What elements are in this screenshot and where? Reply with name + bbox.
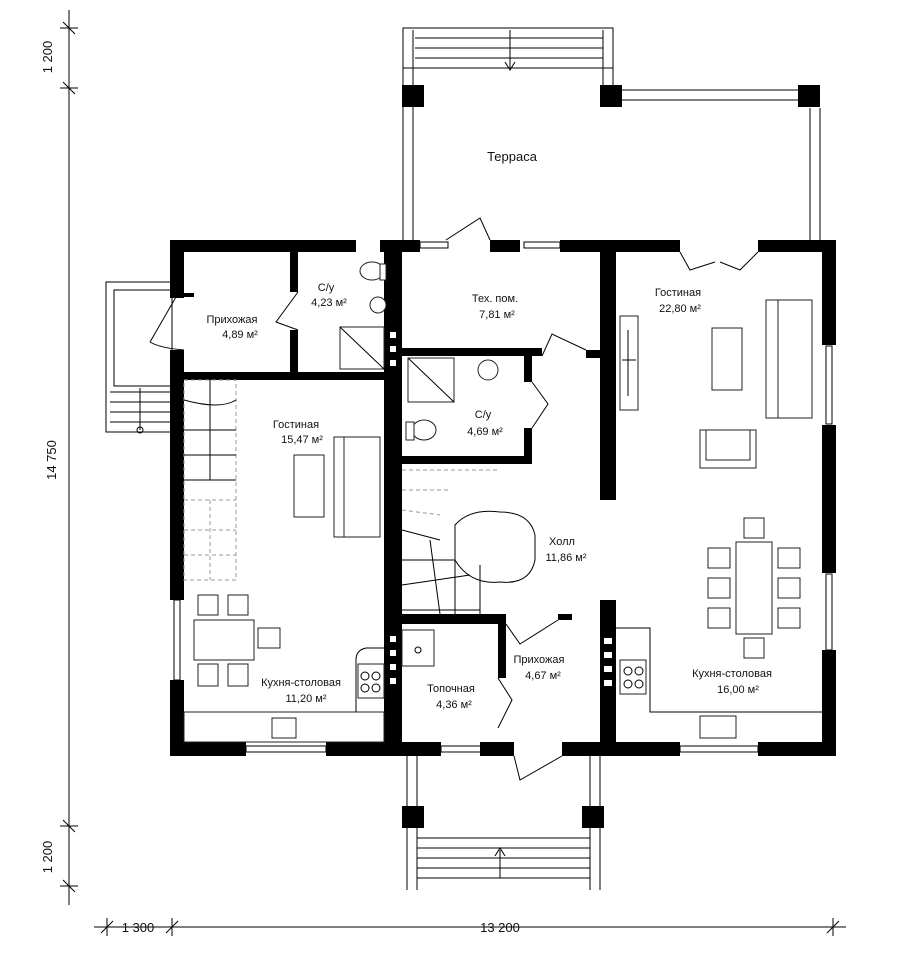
wc-left-name: С/у bbox=[318, 282, 335, 294]
dim-total-height: 14 750 bbox=[44, 440, 59, 480]
kitchen-left-name: Кухня-столовая bbox=[261, 677, 341, 689]
dim-left-offset: 1 300 bbox=[122, 920, 155, 935]
hall-center-name: Прихожая bbox=[514, 654, 565, 666]
living-left-area: 15,47 м² bbox=[281, 434, 323, 446]
tech-room-name: Тех. пом. bbox=[472, 293, 518, 305]
stairs-center bbox=[401, 469, 536, 615]
doors bbox=[149, 217, 759, 781]
bathroom-fixtures bbox=[339, 261, 499, 667]
boiler-room-area: 4,36 м² bbox=[436, 699, 472, 711]
left-steps bbox=[105, 281, 173, 434]
kitchen-left-area: 11,20 м² bbox=[286, 693, 327, 705]
wc-left-area: 4,23 м² bbox=[311, 297, 347, 309]
furniture-left bbox=[183, 436, 385, 743]
windows bbox=[173, 241, 833, 753]
hall-center-area: 4,67 м² bbox=[525, 670, 561, 682]
furniture-right bbox=[616, 299, 822, 739]
terrace-name: Терраса bbox=[487, 149, 538, 164]
holl-area: 11,86 м² bbox=[546, 552, 587, 564]
dimension-lines bbox=[60, 10, 846, 936]
terrace-structure bbox=[402, 27, 821, 240]
tech-room-area: 7,81 м² bbox=[479, 309, 515, 321]
exterior-walls bbox=[170, 240, 836, 756]
wc-center-name: С/у bbox=[475, 409, 492, 421]
kitchen-right-area: 16,00 м² bbox=[717, 684, 759, 696]
wc-center-area: 4,69 м² bbox=[467, 426, 503, 438]
living-left-name: Гостиная bbox=[273, 419, 319, 431]
kitchen-right-name: Кухня-столовая bbox=[692, 668, 772, 680]
interior-walls bbox=[184, 240, 616, 756]
porch-structure bbox=[402, 755, 604, 890]
dim-top-offset: 1 200 bbox=[40, 41, 55, 74]
living-right-name: Гостиная bbox=[655, 287, 701, 299]
stairs-left bbox=[183, 379, 237, 581]
hall-left-area: 4,89 м² bbox=[222, 329, 258, 341]
living-right-area: 22,80 м² bbox=[659, 303, 701, 315]
dim-bottom-offset: 1 200 bbox=[40, 841, 55, 874]
vent-blocks bbox=[390, 332, 612, 686]
holl-name: Холл bbox=[549, 536, 575, 548]
boiler-room-name: Топочная bbox=[427, 683, 475, 695]
hall-left-name: Прихожая bbox=[207, 314, 258, 326]
dim-total-width: 13 200 bbox=[480, 920, 520, 935]
